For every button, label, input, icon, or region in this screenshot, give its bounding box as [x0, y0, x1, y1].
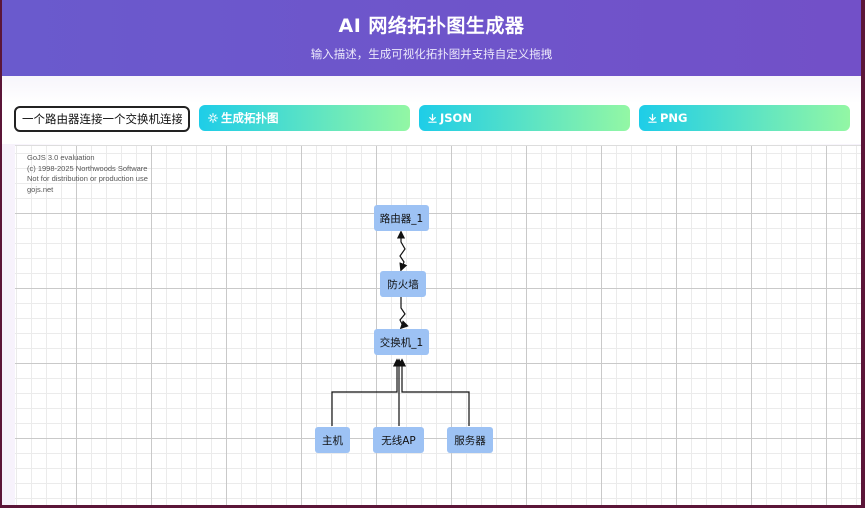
- link-firewall-switch[interactable]: [399, 297, 409, 330]
- page-subtitle: 输入描述，生成可视化拓扑图并支持自定义拖拽: [310, 47, 553, 61]
- page-title: AI 网络拓扑图生成器: [338, 15, 525, 37]
- download-icon: [647, 113, 658, 124]
- watermark-line: gojs.net: [27, 184, 54, 194]
- node-router[interactable]: 路由器_1: [374, 205, 429, 231]
- link-router-firewall[interactable]: [396, 230, 408, 272]
- node-host[interactable]: 主机: [315, 427, 350, 453]
- diagram-links: [331, 230, 470, 426]
- node-wireless-ap[interactable]: 无线AP: [373, 427, 424, 453]
- node-firewall[interactable]: 防火墙: [380, 271, 426, 297]
- watermark-line: (c) 1998-2025 Northwoods Software: [27, 163, 148, 173]
- toolbar: 生成拓扑图 JSON PNG: [2, 76, 861, 144]
- watermark-line: GoJS 3.0 evaluation: [27, 153, 95, 162]
- gojs-watermark: GoJS 3.0 evaluation (c) 1998-2025 Northw…: [27, 153, 148, 195]
- watermark-line: Not for distribution or production use: [27, 174, 148, 183]
- png-button-label: PNG: [660, 111, 688, 125]
- download-json-button[interactable]: JSON: [419, 105, 630, 131]
- download-png-button[interactable]: PNG: [639, 105, 850, 131]
- generate-topology-button[interactable]: 生成拓扑图: [199, 105, 410, 131]
- description-input[interactable]: [14, 106, 190, 132]
- header: AI 网络拓扑图生成器 输入描述，生成可视化拓扑图并支持自定义拖拽: [2, 0, 861, 76]
- link-host-switch[interactable]: [331, 358, 402, 426]
- topology-diagram-canvas[interactable]: GoJS 3.0 evaluation (c) 1998-2025 Northw…: [15, 145, 861, 505]
- download-icon: [427, 113, 438, 124]
- json-button-label: JSON: [440, 111, 472, 125]
- sparkle-icon: [207, 112, 219, 124]
- link-server-switch[interactable]: [397, 358, 470, 426]
- node-switch[interactable]: 交换机_1: [374, 329, 429, 355]
- node-server[interactable]: 服务器: [447, 427, 493, 453]
- generate-button-label: 生成拓扑图: [221, 111, 279, 125]
